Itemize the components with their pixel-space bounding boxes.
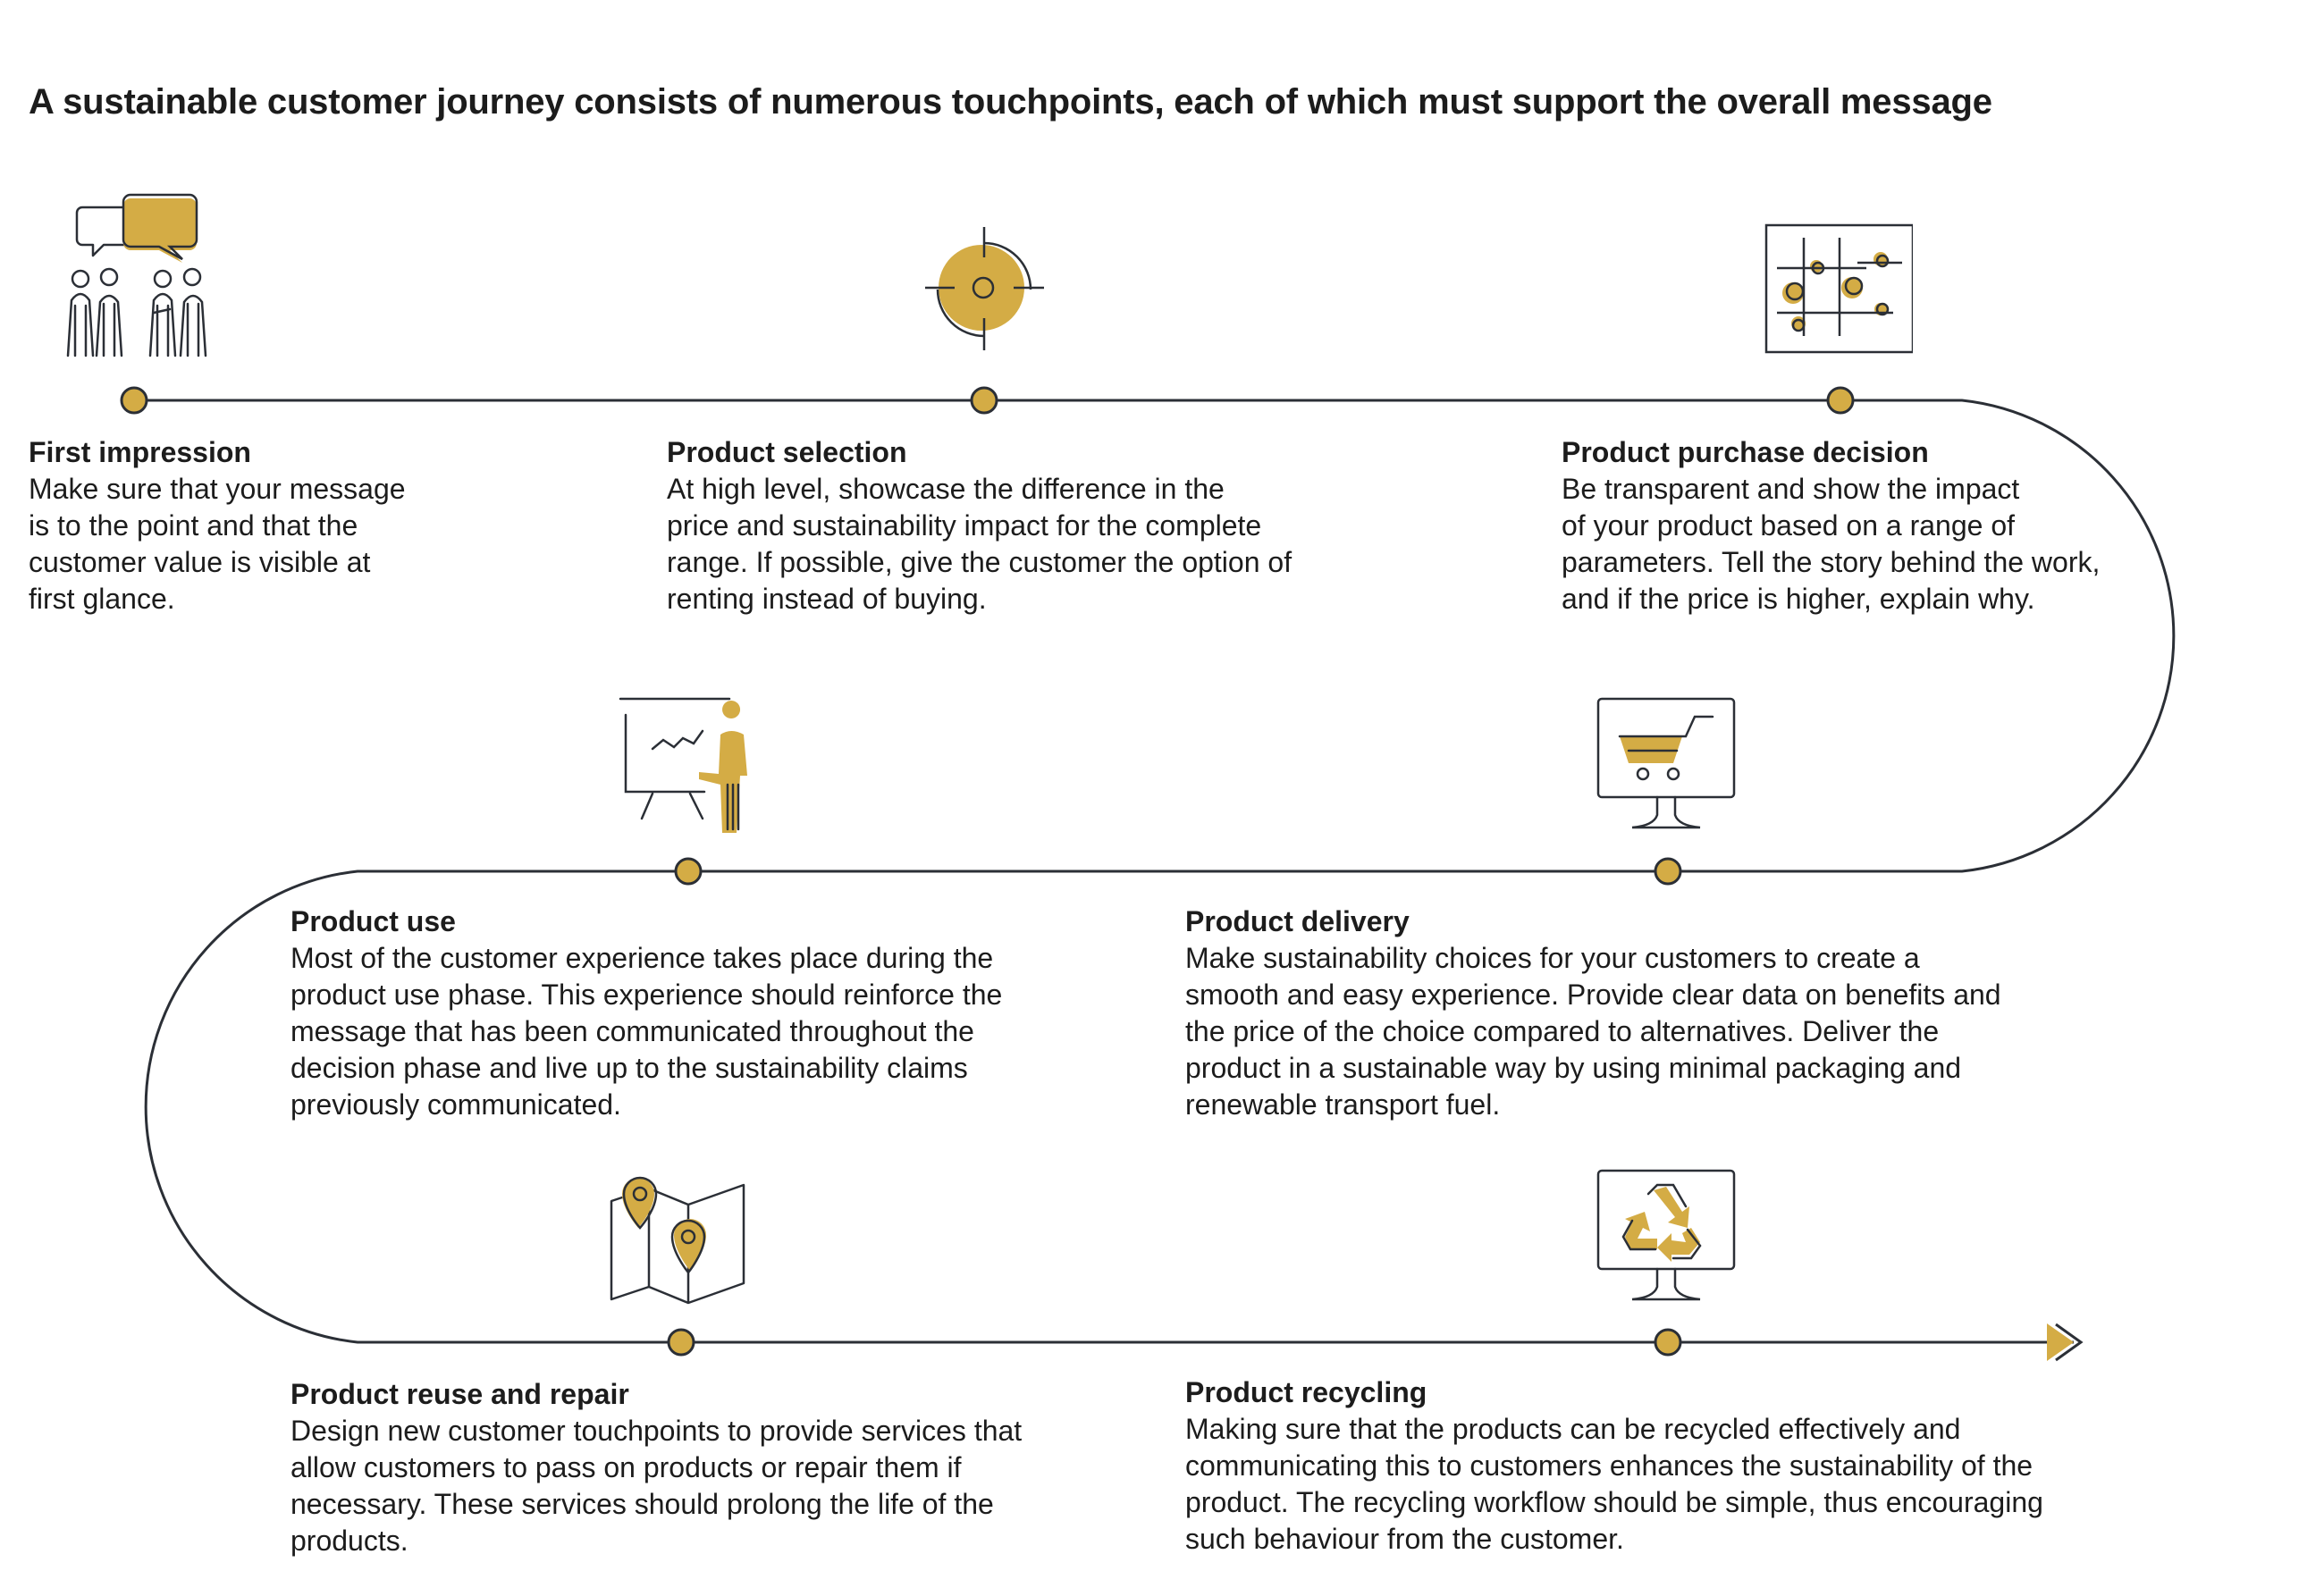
shopping-cart-monitor-icon xyxy=(1596,697,1736,829)
target-icon xyxy=(925,227,1044,350)
stage-description: Make sure that your message is to the po… xyxy=(29,473,406,615)
stage-title: Product selection xyxy=(667,436,907,468)
stage-product-delivery: Product delivery Make sustainability cho… xyxy=(1185,903,2001,1123)
arrow-outline xyxy=(2055,1323,2084,1362)
stage-title: Product delivery xyxy=(1185,905,1410,937)
stage-node xyxy=(1654,857,1682,886)
parameters-grid-icon xyxy=(1764,223,1913,354)
stage-product-recycling: Product recycling Making sure that the p… xyxy=(1185,1374,2043,1558)
stage-node xyxy=(1654,1328,1682,1357)
stage-title: First impression xyxy=(29,436,251,468)
stage-product-reuse-and-repair: Product reuse and repair Design new cust… xyxy=(290,1376,1022,1559)
map-pins-icon xyxy=(610,1176,745,1305)
stage-title: Product reuse and repair xyxy=(290,1378,629,1410)
stage-description: Most of the customer experience takes pl… xyxy=(290,942,1003,1121)
people-conversation-icon xyxy=(66,193,207,357)
page-title: A sustainable customer journey consists … xyxy=(29,82,1992,122)
stage-description: Be transparent and show the impact of yo… xyxy=(1562,473,2101,615)
stage-description: At high level, showcase the difference i… xyxy=(667,473,1293,615)
stage-node xyxy=(674,857,703,886)
recycle-monitor-icon xyxy=(1596,1169,1736,1301)
stage-product-selection: Product selection At high level, showcas… xyxy=(667,434,1292,617)
stage-title: Product use xyxy=(290,905,456,937)
stage-node xyxy=(970,386,998,415)
presentation-icon xyxy=(619,697,747,833)
journey-line xyxy=(134,399,2176,1344)
arrow-head xyxy=(2047,1323,2074,1361)
stage-description: Design new customer touchpoints to provi… xyxy=(290,1415,1023,1557)
stage-title: Product purchase decision xyxy=(1562,436,1929,468)
stage-description: Making sure that the products can be rec… xyxy=(1185,1413,2043,1555)
stage-product-purchase-decision: Product purchase decision Be transparent… xyxy=(1562,434,2100,617)
stage-description: Make sustainability choices for your cus… xyxy=(1185,942,2001,1121)
stage-first-impression: First impression Make sure that your mes… xyxy=(29,434,406,617)
stage-node xyxy=(120,386,148,415)
stage-node xyxy=(1826,386,1855,415)
stage-title: Product recycling xyxy=(1185,1376,1427,1408)
stage-node xyxy=(667,1328,695,1357)
stage-product-use: Product use Most of the customer experie… xyxy=(290,903,1002,1123)
